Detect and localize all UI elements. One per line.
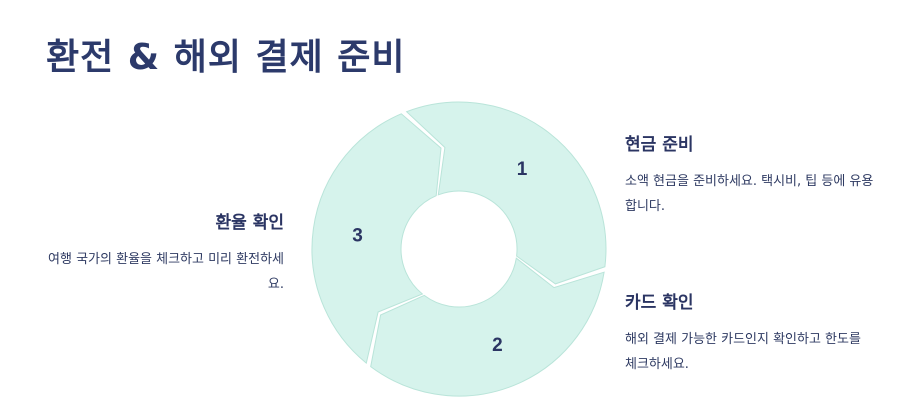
step-block-cash: 현금 준비 소액 현금을 준비하세요. 택시비, 팁 등에 유용합니다. — [625, 130, 875, 219]
cycle-segment-3 — [311, 113, 442, 364]
step-heading: 환율 확인 — [215, 213, 284, 233]
step-description: 해외 결제 가능한 카드인지 확인하고 한도를 체크하세요. — [625, 332, 861, 372]
step-block-exchange-rate: 환율 확인 여행 국가의 환율을 체크하고 미리 환전하세요. — [40, 208, 284, 297]
cycle-segment-2 — [370, 257, 605, 397]
segment-number-2: 2 — [492, 335, 503, 356]
step-heading: 카드 확인 — [625, 293, 694, 313]
cycle-ring — [311, 101, 607, 397]
cycle-segment-1 — [405, 101, 607, 285]
step-heading: 현금 준비 — [625, 135, 694, 155]
step-description: 여행 국가의 환율을 체크하고 미리 환전하세요. — [48, 252, 284, 292]
page-title: 환전 & 해외 결제 준비 — [46, 37, 406, 78]
step-description: 소액 현금을 준비하세요. 택시비, 팁 등에 유용합니다. — [625, 174, 874, 214]
segment-number-1: 1 — [517, 159, 528, 180]
segment-number-3: 3 — [352, 226, 363, 247]
step-block-card: 카드 확인 해외 결제 가능한 카드인지 확인하고 한도를 체크하세요. — [625, 288, 875, 377]
